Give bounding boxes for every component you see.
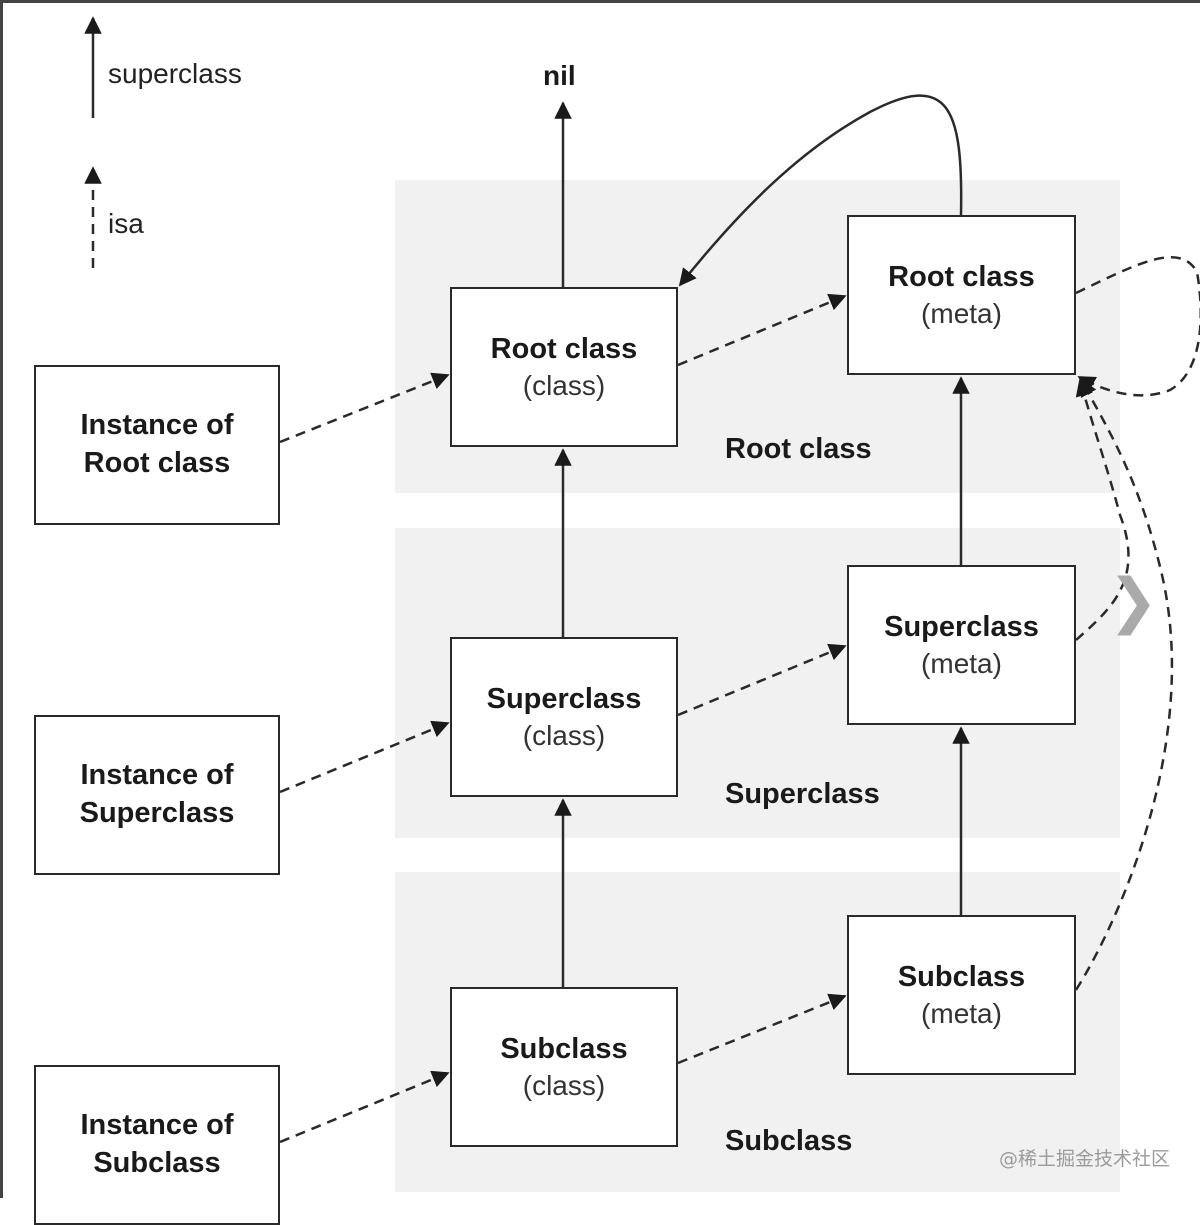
root-meta-subtitle: (meta) xyxy=(921,297,1002,329)
isa-arrow-submeta-to-rootmeta xyxy=(1074,378,1174,991)
root-class-box: Root class (class) xyxy=(450,287,678,447)
isa-arrow-rootmeta-self-loop xyxy=(1075,256,1200,397)
instance-subclass-label: Instance of Subclass xyxy=(80,1109,234,1179)
superclass-class-title: Superclass xyxy=(486,682,642,715)
nil-label: nil xyxy=(543,60,576,91)
band-label-subclass: Subclass xyxy=(725,1125,853,1157)
subclass-meta-box: Subclass (meta) xyxy=(847,915,1076,1075)
instance-superclass-label: Instance of Superclass xyxy=(79,759,235,829)
band-label-root-class: Root class xyxy=(725,433,872,465)
isa-arrow-subclass-to-submeta xyxy=(677,993,847,1065)
superclass-class-box: Superclass (class) xyxy=(450,637,678,797)
superclass-meta-title: Superclass xyxy=(884,610,1039,643)
isa-arrow-superclass-to-supermeta xyxy=(677,643,847,717)
subclass-class-box: Subclass (class) xyxy=(450,987,678,1147)
instance-root-class-box: Instance of Root class xyxy=(34,365,280,525)
legend-isa-label: isa xyxy=(108,208,144,239)
isa-arrow-instance-sub xyxy=(279,1070,450,1144)
isa-arrow-rootclass-to-rootmeta xyxy=(677,293,847,367)
superclass-arrow-rootmeta-to-rootclass xyxy=(678,94,963,287)
instance-root-class-label: Instance of Root class xyxy=(80,409,234,479)
subclass-meta-title: Subclass xyxy=(897,960,1026,993)
legend-superclass-label: superclass xyxy=(108,58,242,89)
chevron-right-icon[interactable]: ❯ xyxy=(1108,566,1159,636)
frame-border-top xyxy=(0,0,1200,3)
instance-superclass-box: Instance of Superclass xyxy=(34,715,280,875)
subclass-meta-subtitle: (meta) xyxy=(921,997,1002,1029)
watermark-text: @稀土掘金技术社区 xyxy=(998,1148,1170,1170)
isa-arrow-instance-root xyxy=(279,372,450,444)
frame-border-left xyxy=(0,0,3,1198)
superclass-class-subtitle: (class) xyxy=(522,719,606,751)
instance-subclass-box: Instance of Subclass xyxy=(34,1065,280,1225)
root-meta-title: Root class xyxy=(888,260,1035,293)
subclass-class-subtitle: (class) xyxy=(522,1069,606,1101)
isa-arrow-supermeta-to-rootmeta xyxy=(1075,378,1130,641)
arrow-layer xyxy=(84,16,1200,1144)
root-class-subtitle: (class) xyxy=(522,369,606,401)
root-class-title: Root class xyxy=(490,332,638,365)
superclass-meta-subtitle: (meta) xyxy=(921,647,1002,679)
subclass-class-title: Subclass xyxy=(500,1032,628,1065)
isa-arrow-instance-super xyxy=(279,720,450,794)
root-meta-box: Root class (meta) xyxy=(847,215,1076,375)
superclass-meta-box: Superclass (meta) xyxy=(847,565,1076,725)
band-label-superclass: Superclass xyxy=(725,778,880,810)
